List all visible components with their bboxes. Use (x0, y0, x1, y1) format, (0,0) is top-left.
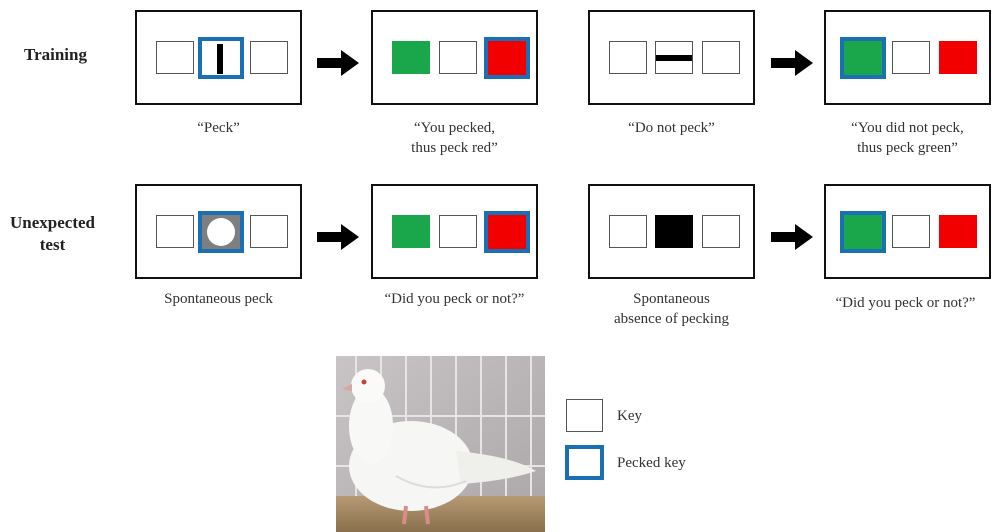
left-key (609, 215, 647, 248)
caption-you-did-not-peck-line1: “You did not peck, (851, 120, 964, 136)
test-row-label-line1: Unexpected (10, 213, 95, 232)
green-key (392, 215, 430, 248)
test-spontaneous-peck-panel (135, 184, 302, 279)
caption-you-pecked-line1: “You pecked, (414, 120, 495, 136)
caption-did-you-peck-2: “Did you peck or not?” (835, 295, 976, 311)
center-key (655, 41, 693, 74)
training-row-label: Training (24, 45, 87, 64)
center-key (892, 41, 930, 74)
caption-do-not-peck: “Do not peck” (628, 120, 715, 136)
test-question-green-panel (824, 184, 991, 279)
arrow-right-icon (317, 50, 359, 76)
arrow-right-icon (771, 50, 813, 76)
circle-stimulus (207, 218, 235, 246)
test-absence-panel (588, 184, 755, 279)
left-key (156, 41, 194, 74)
gray-circle-key-pecked (198, 211, 244, 253)
right-key (250, 41, 288, 74)
right-key (702, 41, 740, 74)
red-key (939, 41, 977, 74)
right-key (702, 215, 740, 248)
horizontal-bar-stimulus (656, 55, 692, 61)
test-row-label-line2: test (39, 235, 66, 254)
legend-key-label: Key (617, 408, 642, 424)
pigeon-image (336, 356, 545, 532)
left-key (156, 215, 194, 248)
test-row-label: Unexpected test (10, 212, 95, 256)
legend-pecked-key-label: Pecked key (617, 455, 686, 471)
left-key (609, 41, 647, 74)
caption-you-did-not-peck: “You did not peck, thus peck green” (818, 118, 997, 158)
center-key-pecked (198, 37, 244, 79)
red-key-pecked (484, 37, 530, 79)
center-key (892, 215, 930, 248)
caption-you-pecked-line2: thus peck red” (411, 140, 498, 156)
legend-key-swatch (566, 399, 603, 432)
caption-spontaneous-absence: Spontaneous absence of pecking (588, 289, 755, 329)
caption-you-pecked: “You pecked, thus peck red” (371, 118, 538, 158)
training-reward-red-panel (371, 10, 538, 105)
caption-did-you-peck-1: “Did you peck or not?” (384, 291, 525, 307)
green-key-pecked (840, 211, 886, 253)
green-key (392, 41, 430, 74)
pigeon-photo (336, 356, 545, 532)
arrow-right-icon (771, 224, 813, 250)
caption-spontaneous-absence-line1: Spontaneous (633, 291, 710, 307)
black-key (655, 215, 693, 248)
red-key (939, 215, 977, 248)
arrow-right-icon (317, 224, 359, 250)
red-key-pecked (484, 211, 530, 253)
legend-pecked-key-swatch (565, 445, 604, 480)
vertical-bar-stimulus (217, 44, 223, 74)
caption-peck: “Peck” (197, 120, 240, 136)
caption-spontaneous-peck: Spontaneous peck (164, 291, 273, 307)
center-key (439, 41, 477, 74)
right-key (250, 215, 288, 248)
training-peck-panel (135, 10, 302, 105)
center-key (439, 215, 477, 248)
test-question-red-panel (371, 184, 538, 279)
caption-spontaneous-absence-line2: absence of pecking (614, 311, 729, 327)
caption-you-did-not-peck-line2: thus peck green” (857, 140, 958, 156)
training-reward-green-panel (824, 10, 991, 105)
green-key-pecked (840, 37, 886, 79)
training-nopeck-panel (588, 10, 755, 105)
